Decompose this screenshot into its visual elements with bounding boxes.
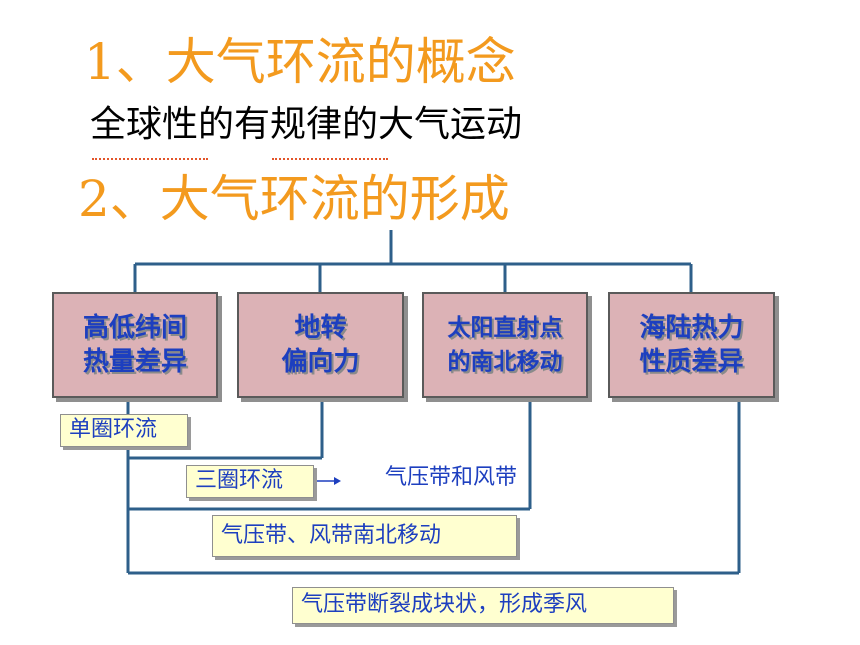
- factor-label: 高低纬间 热量差异: [82, 313, 187, 377]
- factor-box-land-sea: 海陆热力 性质差异: [608, 292, 775, 398]
- result-monsoon: 气压带断裂成块状，形成季风: [292, 587, 674, 624]
- emphasis-dots-regular: [272, 158, 388, 160]
- factor-label: 地转 偏向力: [281, 313, 360, 377]
- arrow-head-icon: [334, 477, 341, 485]
- factor-label: 太阳直射点 的南北移动: [447, 315, 563, 375]
- factor-label: 海陆热力 性质差异: [639, 313, 744, 377]
- result-note-pressure-wind-belts: 气压带和风带: [385, 465, 518, 490]
- result-three-cell: 三圈环流: [186, 465, 314, 498]
- factor-box-heat-difference: 高低纬间 热量差异: [52, 292, 218, 398]
- result-single-cell: 单圈环流: [60, 414, 188, 447]
- factor-box-solar-migration: 太阳直射点 的南北移动: [422, 292, 588, 398]
- heading-formation: 2、大气环流的形成: [78, 170, 510, 228]
- concept-definition: 全球性的有规律的大气运动: [90, 104, 523, 145]
- factor-box-coriolis: 地转 偏向力: [237, 292, 404, 398]
- result-belt-shift: 气压带、风带南北移动: [212, 515, 517, 557]
- heading-concept: 1、大气环流的概念: [84, 33, 516, 91]
- emphasis-dots-global: [92, 158, 208, 160]
